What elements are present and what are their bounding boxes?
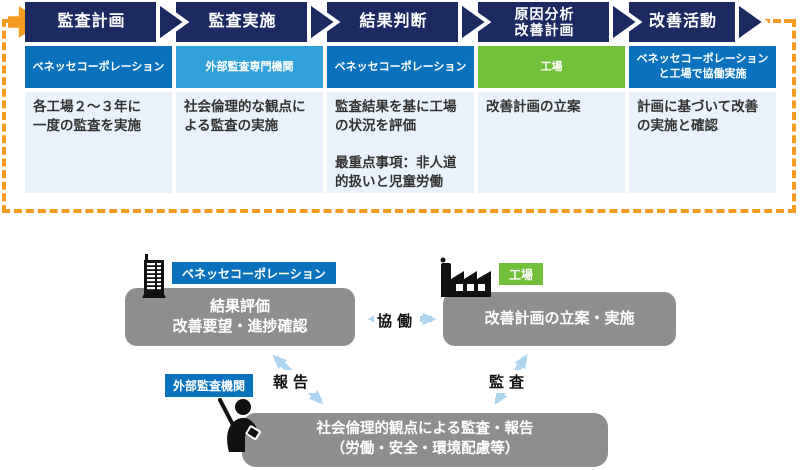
step-2-actor-band: 外部監査専門機関 xyxy=(176,46,323,88)
chevron-tip-icon xyxy=(609,0,643,46)
report-arrow-label: 報告 xyxy=(270,370,317,393)
process-step-4: 原因分析 改善計画 工場 改善計画の立案 xyxy=(478,0,643,211)
factory-box: 改善計画の立案・実施 xyxy=(443,292,676,346)
step-1-title: 監査計画 xyxy=(25,2,158,42)
step-1-description: 各工場２～３年に 一度の監査を実施 xyxy=(25,92,172,193)
step-3-actor-band: ベネッセコーポレーション xyxy=(327,46,474,88)
dotted-frame-top-left-stub xyxy=(2,19,12,23)
step-2-description: 社会倫理的な観点に よる監査の実施 xyxy=(176,92,323,193)
benesse-tag: ベネッセコーポレーション xyxy=(172,262,336,284)
auditor-tag: 外部監査機関 xyxy=(165,374,254,397)
auditor-icon xyxy=(218,398,261,452)
step-2-title: 監査実施 xyxy=(176,2,309,42)
collaboration-arrow-label: 協働 xyxy=(374,309,421,332)
chevron-tip-icon xyxy=(735,0,769,46)
process-step-1: 監査計画 ベネッセコーポレーション 各工場２～３年に 一度の監査を実施 xyxy=(25,0,190,211)
step-5-description: 計画に基づいて改善 の実施と確認 xyxy=(629,92,776,193)
chevron-tip-icon xyxy=(458,0,492,46)
step-4-description: 改善計画の立案 xyxy=(478,92,625,193)
chevron-tip-icon xyxy=(156,0,190,46)
factory-tag: 工場 xyxy=(499,263,544,285)
chevron-tip-icon xyxy=(307,0,341,46)
step-2-header: 監査実施 xyxy=(176,0,341,46)
step-5-header: 改善活動 xyxy=(629,0,769,46)
step-4-title: 原因分析 改善計画 xyxy=(478,2,611,42)
step-1-header: 監査計画 xyxy=(25,0,190,46)
step-1-actor-band: ベネッセコーポレーション xyxy=(25,46,172,88)
step-4-actor-band: 工場 xyxy=(478,46,625,88)
dotted-orange-frame xyxy=(2,19,796,213)
process-step-2: 監査実施 外部監査専門機関 社会倫理的な観点に よる監査の実施 xyxy=(176,0,341,211)
step-3-header: 結果判断 xyxy=(327,0,492,46)
step-3-title: 結果判断 xyxy=(327,2,460,42)
dotted-frame-top-right-stub xyxy=(762,19,792,23)
process-step-5: 改善活動 ベネッセコーポレーション と工場で協働実施 計画に基づいて改善 の実施… xyxy=(629,0,776,211)
factory-icon xyxy=(440,257,491,297)
step-5-actor-band: ベネッセコーポレーション と工場で協働実施 xyxy=(629,46,776,88)
audit-arrow-label: 監査 xyxy=(486,370,533,393)
building-icon xyxy=(142,254,166,298)
process-step-3: 結果判断 ベネッセコーポレーション 監査結果を基に工場 の状況を評価 最重点事項… xyxy=(327,0,492,211)
step-4-header: 原因分析 改善計画 xyxy=(478,0,643,46)
step-3-description: 監査結果を基に工場 の状況を評価 最重点事項：非人道 的扱いと児童労働 xyxy=(327,92,474,193)
step-5-title: 改善活動 xyxy=(629,2,737,42)
auditor-box: 社会倫理的観点による監査・報告 （労働・安全・環境配慮等） xyxy=(242,413,608,467)
